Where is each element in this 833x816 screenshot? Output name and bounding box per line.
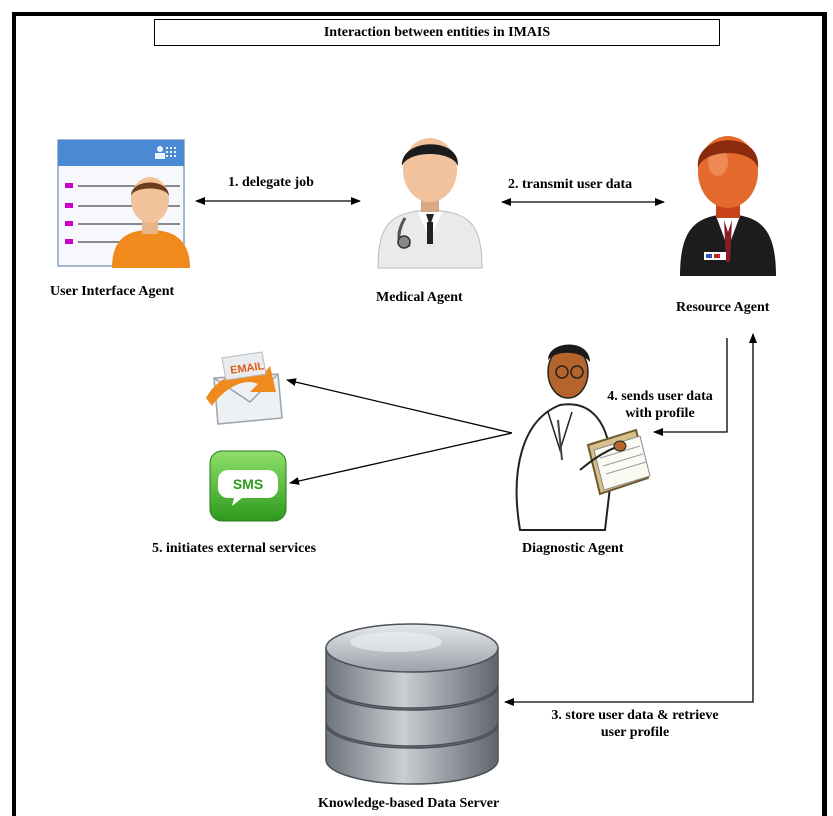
sms-icon: SMS: [209, 450, 287, 522]
diagnostic-agent-label: Diagnostic Agent: [522, 541, 624, 556]
step5-label: 5. initiates external services: [152, 541, 317, 556]
step3-label-line2: user profile: [600, 725, 670, 740]
database-icon: [325, 623, 499, 785]
arrow-to-sms: [289, 432, 513, 485]
diagnostic-agent-icon: [515, 344, 651, 531]
step1-label: 1. delegate job: [228, 175, 314, 190]
arrow-to-email: [286, 378, 513, 434]
arrow-store-retrieve: [504, 333, 757, 706]
email-icon-text: EMAIL: [229, 360, 265, 377]
resource-agent-label: Resource Agent: [676, 300, 770, 315]
step2-label: 2. transmit user data: [508, 177, 633, 192]
user-interface-agent-icon: [57, 139, 190, 268]
data-server-label: Knowledge-based Data Server: [318, 796, 500, 811]
email-icon: EMAIL: [206, 351, 283, 425]
step3-label-line1: 3. store user data & retrieve: [551, 708, 719, 723]
sms-icon-text: SMS: [233, 476, 263, 492]
diagram-frame: [12, 12, 827, 816]
medical-agent-icon: [377, 138, 483, 269]
medical-agent-label: Medical Agent: [376, 290, 463, 305]
resource-agent-icon: [680, 136, 776, 276]
user-interface-agent-label: User Interface Agent: [50, 284, 175, 299]
diagram-title: Interaction between entities in IMAIS: [154, 19, 720, 46]
step4-label-line2: with profile: [625, 406, 695, 421]
step4-label-line1: 4. sends user data: [607, 389, 713, 404]
